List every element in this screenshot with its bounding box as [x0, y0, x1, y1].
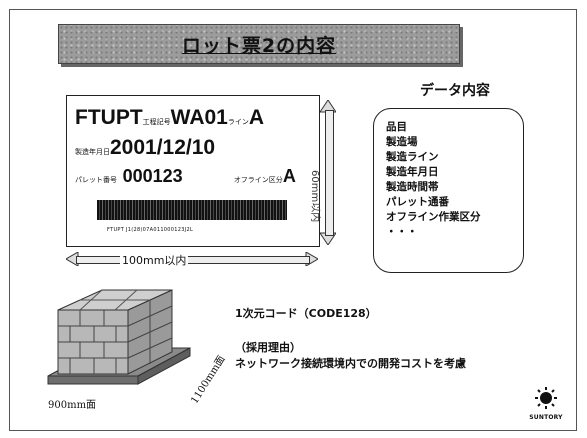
suntory-logo: SUNTORY	[526, 386, 566, 426]
list-item: 製造場	[386, 136, 418, 148]
height-dimension-label: 60mm以内	[309, 170, 320, 223]
reason-label: （採用理由）	[235, 341, 301, 354]
label-line-3: パレット番号 000123 オフライン区分A	[75, 166, 296, 187]
label-small-2: ライン	[227, 118, 249, 126]
data-heading: データ内容	[420, 83, 490, 99]
label-offline-caption: オフライン区分	[233, 176, 283, 184]
list-item: 品目	[386, 121, 407, 133]
label-line-2: 製造年月日2001/12/10	[75, 136, 215, 160]
lot-label-card: FTUPT工程記号WA01ラインA 製造年月日2001/12/10 パレット番号…	[66, 95, 320, 247]
label-pallet-number: 000123	[122, 166, 183, 186]
data-content-box	[373, 108, 524, 273]
label-pallet-caption: パレット番号	[75, 176, 117, 184]
label-small-1: 工程記号	[142, 118, 171, 126]
base-900-label: 900mm面	[48, 400, 97, 411]
label-process-code: WA01	[170, 106, 228, 129]
data-content-list: 品目 製造場 製造ライン 製造年月日 製造時間帯 パレット通番 オフライン作業区…	[386, 120, 481, 240]
code-type-text: 1次元コード（CODE128）	[235, 307, 377, 320]
list-item: パレット通番	[386, 196, 449, 208]
list-item: 製造ライン	[386, 151, 439, 163]
list-item: 製造時間帯	[386, 181, 439, 193]
title-banner: ロット票2の内容	[58, 24, 460, 64]
sun-logo-icon	[535, 387, 557, 409]
barcode-text: FTUPT J1(28)07A011000123J2L	[107, 227, 194, 233]
list-item: オフライン作業区分	[386, 211, 481, 223]
list-item: ・・・	[386, 226, 418, 238]
label-code: FTUPT	[75, 106, 143, 129]
barcode	[97, 200, 287, 220]
reason-text: ネットワーク接続環境内での開発コストを考慮	[235, 357, 466, 370]
label-date-caption: 製造年月日	[75, 148, 110, 156]
label-offline-code: A	[282, 166, 296, 186]
label-line-code: A	[248, 106, 265, 129]
label-date: 2001/12/10	[110, 136, 216, 159]
slide-title: ロット票2の内容	[181, 34, 337, 57]
width-dimension-label: 100mm以内	[120, 252, 189, 268]
width-dimension-arrow	[66, 252, 318, 266]
label-line-1: FTUPT工程記号WA01ラインA	[75, 106, 264, 130]
pallet-boxes-illustration	[47, 289, 191, 385]
list-item: 製造年月日	[386, 166, 439, 178]
height-dimension-arrow	[320, 100, 336, 245]
